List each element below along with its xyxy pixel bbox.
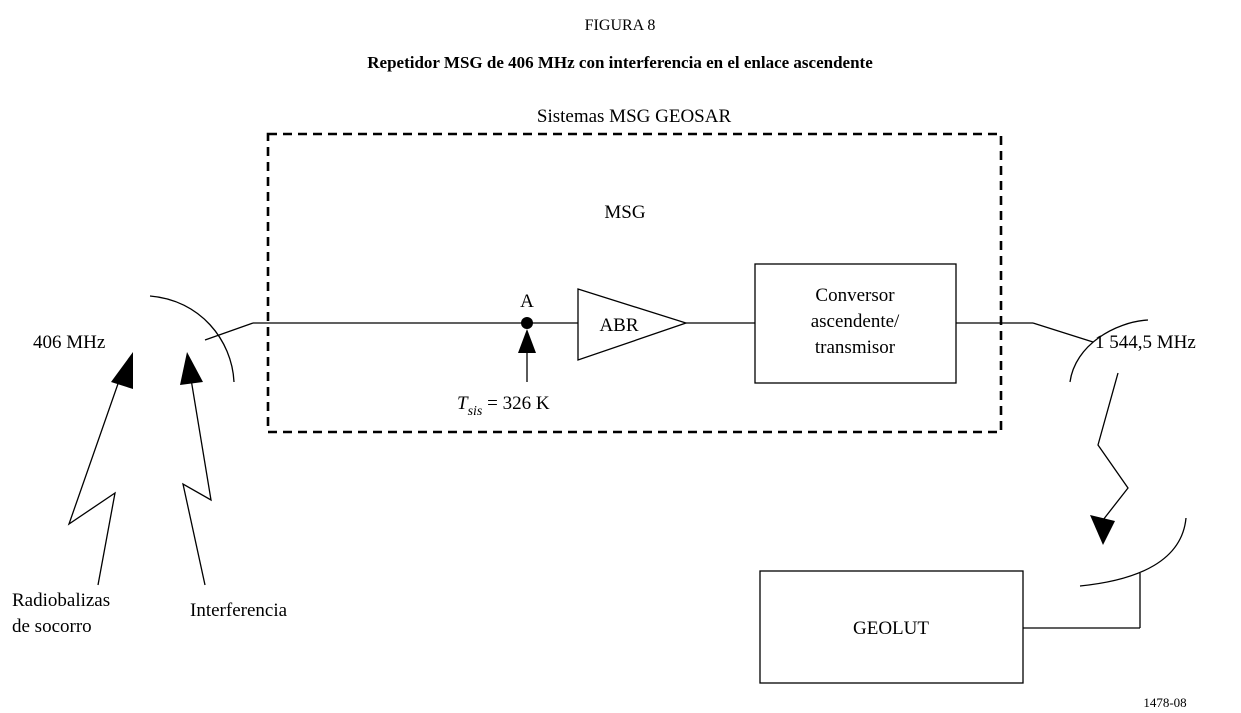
uplink-antenna-dish (149, 295, 235, 383)
converter-label-line1: Conversor (815, 285, 895, 306)
uplink-feed-line (204, 322, 254, 341)
noise-input-arrowhead (518, 329, 536, 353)
figure-code: 1478-08 (1143, 695, 1186, 710)
temp-value: = 326 K (482, 393, 549, 414)
interference-zigzag-signal (182, 378, 212, 586)
interference-label: Interferencia (190, 600, 288, 621)
converter-label-line2: ascendente/ (811, 311, 900, 332)
msg-system-box (266, 132, 1003, 434)
ground-antenna-dish (1079, 517, 1187, 587)
temp-subscript: sis (468, 404, 483, 419)
beacon-arrowhead (111, 352, 133, 389)
geolut-label: GEOLUT (853, 618, 929, 639)
downlink-arrowhead (1090, 515, 1115, 545)
geolut-box (759, 570, 1024, 684)
temp-symbol: T (457, 393, 469, 414)
beacon-zigzag-signal (67, 377, 121, 586)
system-box-label: Sistemas MSG GEOSAR (537, 106, 732, 127)
figure-title: Repetidor MSG de 406 MHz con interferenc… (367, 53, 873, 72)
abr-amplifier (577, 288, 689, 361)
downlink-zigzag-signal (1097, 372, 1129, 521)
uplink-frequency-label: 406 MHz (33, 332, 105, 353)
converter-label-line3: transmisor (815, 337, 896, 358)
msg-label: MSG (604, 202, 645, 223)
downlink-antenna-dish (1069, 319, 1149, 383)
interference-arrowhead (180, 352, 203, 385)
downlink-frequency-label: 1 544,5 MHz (1095, 332, 1196, 353)
downlink-feed-line (1032, 322, 1094, 343)
point-a-label: A (520, 291, 534, 312)
system-temperature-label: Tsis = 326 K (457, 393, 550, 419)
beacons-label-line2: de socorro (12, 616, 92, 637)
point-a-dot (521, 317, 533, 329)
figure-number: FIGURA 8 (585, 17, 656, 34)
beacons-label-line1: Radiobalizas (12, 590, 110, 611)
abr-label: ABR (599, 315, 638, 336)
